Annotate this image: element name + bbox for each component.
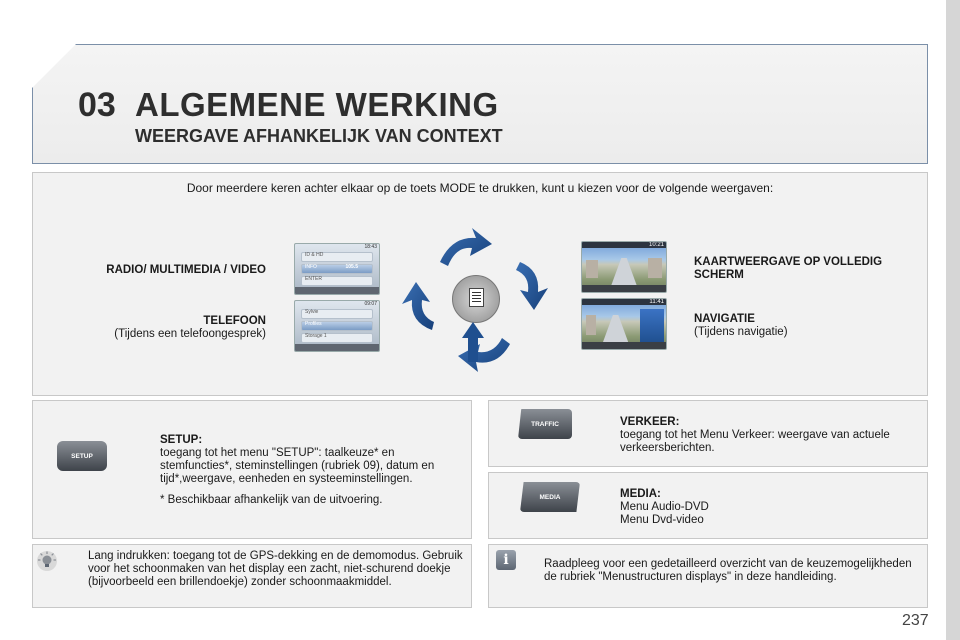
traffic-heading: VERKEER: [620,416,680,428]
radio-screen-thumbnail: ID & HD INFO 105.5 ENTER 18:43 [294,243,380,295]
radio-frequency: 105.5 [345,264,358,270]
page-subtitle: WEERGAVE AFHANKELIJK VAN CONTEXT [135,126,503,146]
label-navigation-sub: (Tijdens navigatie) [694,326,788,338]
traffic-button[interactable]: TRAFFIC [518,409,572,439]
setup-text: toegang tot het menu "SETUP": taalkeuze*… [160,447,435,485]
phone-screen-bar [295,344,379,351]
page-edge-bar [946,0,960,640]
radio-row-label: ID & HD [305,252,324,258]
tip-panel [32,544,472,608]
phone-row-label: Profiles [305,321,322,327]
label-radio-multimedia-video: RADIO/ MULTIMEDIA / VIDEO [106,264,266,276]
radio-screen-row-selected: INFO 105.5 [301,264,373,274]
navigation-thumbnail: 11:41 [581,298,667,350]
radio-screen-row: ENTER [301,276,373,286]
media-heading: MEDIA: [620,488,661,500]
page-number: 237 [902,612,929,629]
phone-clock: 09:07 [364,301,377,307]
radio-screen-row: ID & HD [301,252,373,262]
setup-heading: SETUP: [160,434,203,446]
page-title: ALGEMENE WERKING [135,86,499,123]
radio-clock: 18:43 [364,244,377,250]
label-navigation-title: NAVIGATIE [694,313,755,325]
map-bottom-bar [582,285,666,292]
map-building [586,260,598,278]
label-telephone-title: TELEFOON [203,315,266,327]
info-panel [488,544,928,608]
phone-screen-row: Storage 1 [301,333,373,343]
traffic-text: toegang tot het Menu Verkeer: weergave v… [620,429,890,454]
info-icon: i [496,550,516,570]
nav-building [586,315,596,335]
phone-screen-thumbnail: Sylvie Profiles Storage 1 09:07 [294,300,380,352]
header-banner [32,44,928,164]
label-telephone: TELEFOON (Tijdens een telefoongesprek) [60,315,266,341]
info-text: Raadpleeg voor een gedetailleerd overzic… [544,558,912,583]
media-line-1: Menu Audio-DVD [620,501,709,513]
document-icon [452,275,500,323]
nav-top-bar: 11:41 [582,299,666,305]
media-line-2: Menu Dvd-video [620,514,704,526]
map-clock: 10:21 [648,242,664,248]
nav-clock: 11:41 [649,299,664,305]
header-corner [32,44,76,88]
nav-road [603,314,629,342]
phone-row-label: Storage 1 [305,333,327,339]
intro-text: Door meerdere keren achter elkaar op de … [186,181,774,195]
label-telephone-sub: (Tijdens een telefoongesprek) [114,328,266,340]
nav-turn-panel [640,309,664,343]
map-building [648,258,662,278]
lightbulb-icon [37,551,57,571]
map-fullscreen-thumbnail: 10:21 [581,241,667,293]
document-icon-sheet [469,288,484,307]
radio-row-label: INFO [305,264,317,270]
setup-description: SETUP: toegang tot het menu "SETUP": taa… [160,434,466,486]
label-navigation: NAVIGATIE (Tijdens navigatie) [694,313,914,339]
map-road [611,257,637,285]
chapter-number: 03 [78,86,116,124]
traffic-description: VERKEER: toegang tot het Menu Verkeer: w… [620,416,920,455]
media-description: MEDIA: Menu Audio-DVD Menu Dvd-video [620,488,920,527]
tip-text: Lang indrukken: toegang tot de GPS-dekki… [88,550,463,588]
setup-footnote: * Beschikbaar afhankelijk van de uitvoer… [160,494,383,506]
phone-screen-row: Sylvie [301,309,373,319]
radio-row-label: ENTER [305,276,322,282]
media-button[interactable]: MEDIA [520,482,580,512]
label-map-fullscreen: KAARTWEERGAVE OP VOLLEDIG SCHERM [694,256,883,281]
map-top-bar: 10:21 [582,242,666,248]
setup-panel [32,400,472,539]
phone-row-label: Sylvie [305,309,319,315]
radio-screen-bar [295,287,379,294]
phone-screen-row-selected: Profiles [301,321,373,331]
setup-button[interactable]: SETUP [57,441,107,471]
nav-bottom-bar [582,342,666,349]
